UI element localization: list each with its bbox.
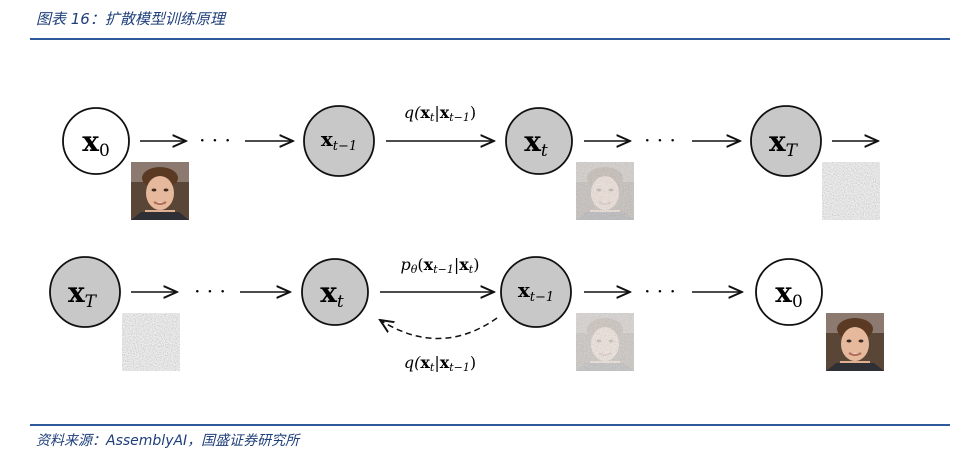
svg-text:xT: xT [769,125,799,161]
reverse-edge-label: pθ(xt−1|xt) [401,255,480,276]
svg-text:xt−1: xt−1 [321,127,357,154]
node-xT-forward: xT [750,105,822,177]
noise-image [122,313,180,371]
reverse-row: xT · · · xt pθ(xt−1|xt) q(xt|xt−1) [49,255,885,374]
node-xt-minus-1-reverse: xt−1 [500,256,572,328]
node-xt-reverse: xt [301,258,369,326]
header-rule [30,38,950,40]
face-image-clean [825,312,885,372]
node-xT-reverse: xT [49,256,121,328]
face-image-noisy [575,312,635,372]
node-x0-forward: x0 [62,107,130,175]
svg-text:xT: xT [68,276,98,312]
svg-text:x0: x0 [775,276,803,312]
ellipsis: · · · [644,128,676,152]
face-image-clean [130,161,190,221]
face-image-noisy [575,161,635,221]
forward-edge-label: q(xt|xt−1) [404,103,476,124]
svg-text:xt: xt [320,276,344,312]
svg-text:x0: x0 [82,125,110,161]
svg-text:xt: xt [524,125,548,161]
source-note: 资料来源：AssemblyAI，国盛证券研究所 [36,433,300,449]
ellipsis: · · · [199,128,231,152]
node-x0-reverse: x0 [755,258,823,326]
node-xt-minus-1-forward: xt−1 [303,105,375,177]
svg-text:xt−1: xt−1 [518,278,554,305]
dashed-back-arrow [380,317,498,340]
footer-rule [30,424,950,426]
ellipsis: · · · [644,279,676,303]
dashed-edge-label: q(xt|xt−1) [404,353,476,374]
node-xt-forward: xt [505,107,573,175]
figure-title: 图表 16：扩散模型训练原理 [36,10,225,28]
forward-row: x0 · · · xt−1 q(xt|xt−1) xt [62,103,880,221]
noise-image [822,162,880,220]
ellipsis: · · · [194,279,226,303]
